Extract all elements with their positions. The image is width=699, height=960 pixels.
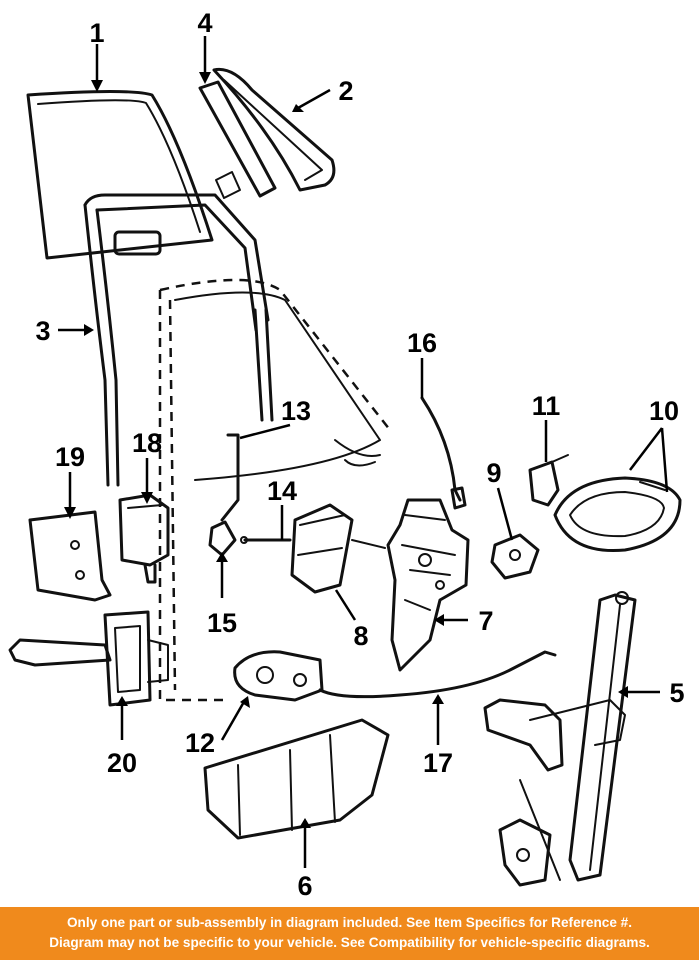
callout-11: 11: [532, 391, 561, 421]
callout-12: 12: [185, 728, 215, 758]
callout-2: 2: [338, 76, 353, 106]
leader-lines: [58, 36, 669, 868]
callout-9: 9: [486, 458, 501, 488]
callout-4: 4: [197, 8, 212, 38]
callout-8: 8: [353, 621, 368, 651]
callout-labels: 1 2 3 4 5 6 7 8 9 10 11 12 13 14 15 16 1…: [35, 8, 684, 901]
door-glass: [26, 90, 214, 260]
division-channel: [198, 80, 277, 199]
water-shield: [203, 718, 390, 840]
run-channel: [83, 193, 274, 487]
disclaimer-banner: Only one part or sub-assembly in diagram…: [0, 907, 699, 960]
callout-6: 6: [297, 871, 312, 901]
callout-16: 16: [407, 328, 437, 358]
callout-15: 15: [207, 608, 237, 638]
disclaimer-line-2: Diagram may not be specific to your vehi…: [49, 935, 650, 950]
handle-mount: [490, 533, 540, 580]
callout-10: 10: [649, 396, 679, 426]
quarter-glass: [212, 67, 336, 192]
disclaimer-line-1: Only one part or sub-assembly in diagram…: [66, 915, 633, 930]
lock-rod: [220, 433, 240, 522]
door-shell: [158, 278, 391, 702]
lock-actuator: [290, 503, 386, 594]
callout-3: 3: [35, 316, 50, 346]
rod-clip: [208, 520, 237, 557]
callout-18: 18: [132, 428, 162, 458]
lock-rod-upper: [420, 396, 467, 510]
callout-20: 20: [107, 748, 137, 778]
door-check: [8, 610, 169, 707]
outside-handle: [553, 476, 682, 553]
handle-bracket: [528, 454, 569, 507]
door-lock-assembly: [386, 498, 470, 672]
callout-5: 5: [669, 678, 684, 708]
control-cable: [318, 650, 557, 699]
callout-14: 14: [267, 476, 297, 506]
callout-17: 17: [423, 748, 453, 778]
window-motor: [233, 650, 324, 702]
callout-13: 13: [281, 396, 311, 426]
window-regulator: [483, 591, 637, 887]
callout-19: 19: [55, 442, 85, 472]
hinge-bracket: [28, 510, 112, 602]
door-parts-diagram: 1 2 3 4 5 6 7 8 9 10 11 12 13 14 15 16 1…: [8, 8, 685, 901]
callout-1: 1: [89, 18, 104, 48]
callout-7: 7: [478, 606, 493, 636]
